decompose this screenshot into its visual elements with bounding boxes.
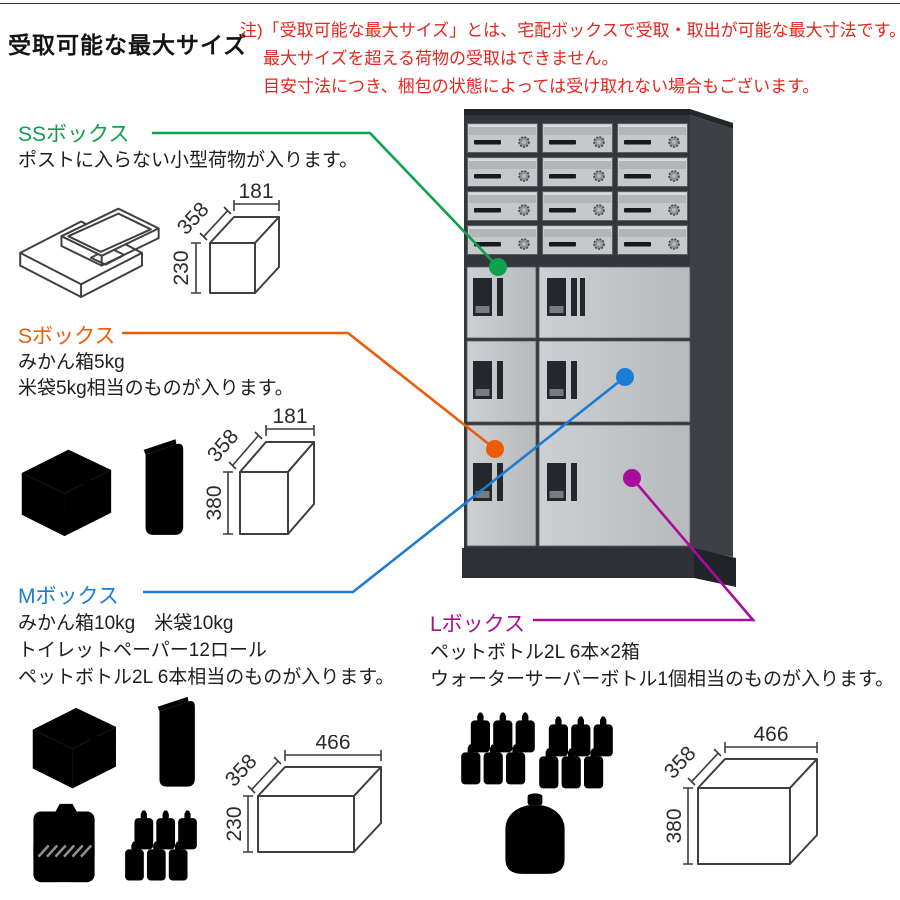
s-dim-width-label: 181 [272, 405, 307, 428]
l-dim-height-label: 380 [663, 808, 686, 843]
locker-base [462, 548, 736, 587]
l-box-label: Lボックス [430, 613, 526, 636]
locker-top-side [690, 109, 733, 129]
l-box-description-line-2: ウォーターサーバーボトル1個相当のものが入ります。 [430, 669, 895, 690]
s-dim-height-label: 380 [203, 485, 226, 520]
ss-dim-height-label: 230 [170, 250, 193, 285]
s-box-description: みかん箱5kg 米袋5kg相当のものが入ります。 [18, 350, 294, 402]
l-box-description-line-1: ペットボトル2L 6本×2箱 [430, 642, 640, 663]
s-dimension-diagram: 181 358 380 [203, 405, 315, 535]
s-cardboard-box-illustration [21, 449, 112, 537]
m-dim-width-label: 466 [315, 735, 350, 754]
ss-box-label: SSボックス [18, 123, 130, 146]
s-rice-bag-illustration [143, 439, 184, 535]
m-box-description-line-2: トイレットペーパー12ロール [18, 640, 267, 661]
m-rice-bag-illustration [157, 696, 195, 787]
m-dimension-diagram: 466 358 230 [221, 735, 382, 853]
m-box-description-line-3: ペットボトル2L 6本相当のものが入ります。 [18, 667, 395, 688]
m-bottle-pack-illustration [122, 806, 200, 888]
ss-dimension-diagram: 181 358 230 [170, 180, 280, 294]
ss-dim-width-label: 181 [238, 180, 273, 203]
delivery-box-illustration [462, 109, 736, 587]
l-bottle-pack-illustration-1 [458, 708, 538, 792]
m-box-description-line-1: みかん箱10kg 米袋10kg [18, 613, 234, 634]
l-box-description: ペットボトル2L 6本×2箱 ウォーターサーバーボトル1個相当のものが入ります。 [430, 639, 894, 693]
l-bottle-pack-illustration-2 [536, 712, 616, 796]
m-box-label: Mボックス [18, 585, 119, 608]
l-dim-depth-label: 358 [660, 742, 701, 783]
ss-box-description: ポストに入らない小型荷物が入ります。 [18, 148, 358, 174]
s-box-description-line-2: 米袋5kg相当のものが入ります。 [18, 378, 294, 399]
note-line-1: 注)「受取可能な最大サイズ」とは、宅配ボックスで受取・取出が可能な最大寸法です。 [240, 21, 900, 40]
note-line-3: 目安寸法につき、梱包の状態によっては受け取れない場合もございます。 [263, 77, 820, 96]
ss-parcels-illustration [19, 207, 160, 299]
l-water-bottle-illustration [505, 793, 565, 874]
ss-box-description-line-1: ポストに入らない小型荷物が入ります。 [18, 150, 359, 171]
s-box-label: Sボックス [18, 325, 116, 348]
m-box-description: みかん箱10kg 米袋10kg トイレットペーパー12ロール ペットボトル2L … [18, 610, 394, 691]
door-handles [473, 278, 585, 501]
m-toilet-paper-illustration [32, 802, 96, 884]
note-line-2: 最大サイズを超える荷物の受取はできません。 [263, 49, 619, 68]
m-dim-height-label: 230 [223, 806, 246, 841]
m-cardboard-box-illustration [32, 707, 116, 789]
top-rule [0, 3, 900, 4]
page-title: 受取可能な最大サイズ [8, 32, 248, 59]
locker-side-panel [690, 115, 733, 557]
l-dim-width-label: 466 [753, 723, 788, 746]
s-box-description-line-1: みかん箱5kg [18, 352, 125, 373]
locker-top-edge [464, 109, 690, 115]
l-dimension-diagram: 466 358 380 [660, 723, 818, 865]
